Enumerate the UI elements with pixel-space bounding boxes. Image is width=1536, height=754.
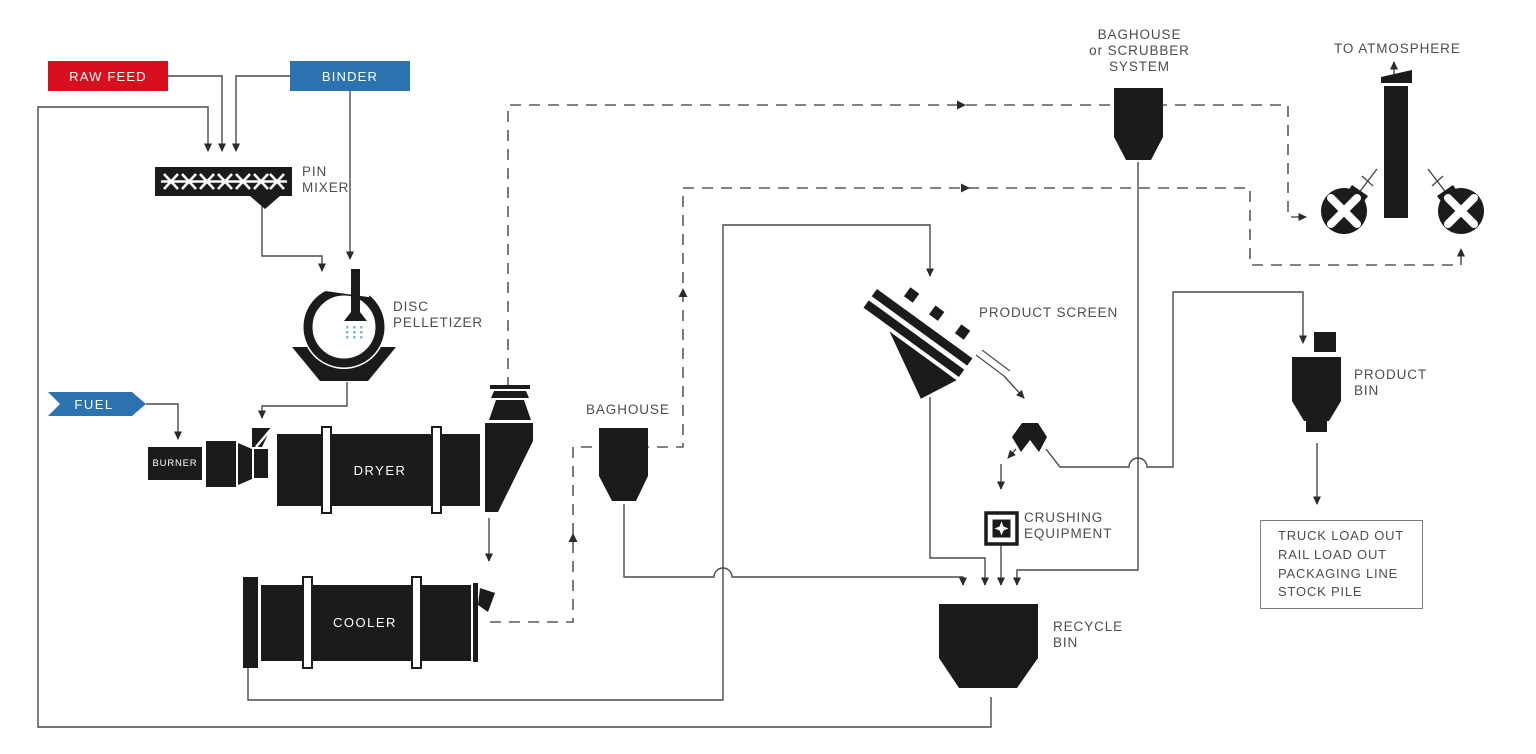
- arrow-exhaust-right-1: [957, 100, 966, 110]
- line-dryer-exhaust: [507, 104, 1307, 388]
- burner-label: BURNER: [152, 458, 198, 469]
- dashed-line-mid-arrows: [568, 100, 970, 542]
- line-screen-chute-a: [975, 354, 1005, 377]
- load-out-box: TRUCK LOAD OUT RAIL LOAD OUT PACKAGING L…: [1260, 520, 1423, 609]
- binder-box: BINDER: [290, 61, 410, 91]
- cooler-label: COOLER: [333, 614, 397, 630]
- line-scrubberdust-recyclebin: [1013, 162, 1139, 586]
- dryer-discharge-hood-icon: [485, 385, 533, 512]
- raw-feed-label: RAW FEED: [69, 68, 147, 84]
- line-rawfeed-pinmixer: [168, 75, 226, 152]
- line-screen-fines-recyclebin: [929, 397, 989, 586]
- line-cooler-exhaust: [490, 187, 1465, 623]
- burner-icon: [148, 447, 202, 480]
- line-screen-splitter: [1003, 375, 1025, 399]
- spray-dots: [346, 326, 363, 339]
- arrow-exhaust-up-2: [678, 288, 688, 297]
- crushing-equipment-icon: [984, 511, 1019, 546]
- line-pinmixer-disc: [261, 206, 326, 272]
- product-bin-icon: [1292, 332, 1341, 432]
- recycle-bin-icon: [939, 604, 1038, 688]
- to-atmosphere-label: TO ATMOSPHERE: [1334, 41, 1461, 56]
- baghouse-icon: [599, 428, 648, 501]
- dryer-label: DRYER: [353, 462, 407, 478]
- binder-label: BINDER: [321, 68, 379, 84]
- line-screen-chute-b: [981, 349, 1011, 372]
- cooler-icon: [243, 576, 495, 669]
- line-splitter-productbin: [1045, 291, 1307, 468]
- line-recycle-return: [37, 106, 992, 728]
- fan-left-icon: [1321, 168, 1378, 234]
- line-disc-dryer: [258, 382, 348, 419]
- line-binder-pinmixer: [232, 75, 290, 152]
- line-fuel-burner: [146, 403, 182, 440]
- recycle-bin-label: RECYCLE BIN: [1053, 619, 1124, 651]
- scrubber-system-label: BAGHOUSE or SCRUBBER SYSTEM: [1089, 27, 1190, 75]
- splitter-icon: [1012, 423, 1047, 452]
- solid-flow-lines: [37, 61, 1398, 728]
- dashed-air-lines: [490, 104, 1465, 623]
- baghouse-label: BAGHOUSE: [586, 402, 670, 417]
- load-out-label: TRUCK LOAD OUT RAIL LOAD OUT PACKAGING L…: [1278, 527, 1405, 600]
- fuel-label: FUEL: [74, 396, 114, 412]
- product-bin-label: PRODUCT BIN: [1354, 367, 1428, 399]
- pin-mixer-icon: [155, 167, 292, 209]
- crushing-equipment-label: CRUSHING EQUIPMENT: [1024, 510, 1113, 542]
- disc-pelletizer-icon: [292, 269, 396, 381]
- disc-pelletizer-label: DISC PELLETIZER: [393, 299, 484, 331]
- line-splitter-left: [1007, 448, 1017, 459]
- scrubber-system-icon: [1114, 88, 1163, 160]
- dryer-icon: [206, 426, 480, 514]
- fuel-banner: [48, 392, 146, 416]
- line-baghouse-recyclebin: [623, 504, 967, 586]
- stack-icon: [1381, 70, 1412, 218]
- raw-feed-box: RAW FEED: [48, 61, 168, 91]
- arrow-exhaust-right-2: [961, 183, 970, 193]
- pin-mixer-label: PIN MIXER: [302, 164, 350, 196]
- line-cooler-screen: [247, 224, 934, 701]
- arrow-exhaust-up-1: [568, 533, 578, 542]
- product-screen-label: PRODUCT SCREEN: [979, 305, 1119, 320]
- product-screen-icon: [863, 287, 973, 399]
- equipment-shapes: [48, 70, 1484, 688]
- fan-right-icon: [1427, 168, 1484, 234]
